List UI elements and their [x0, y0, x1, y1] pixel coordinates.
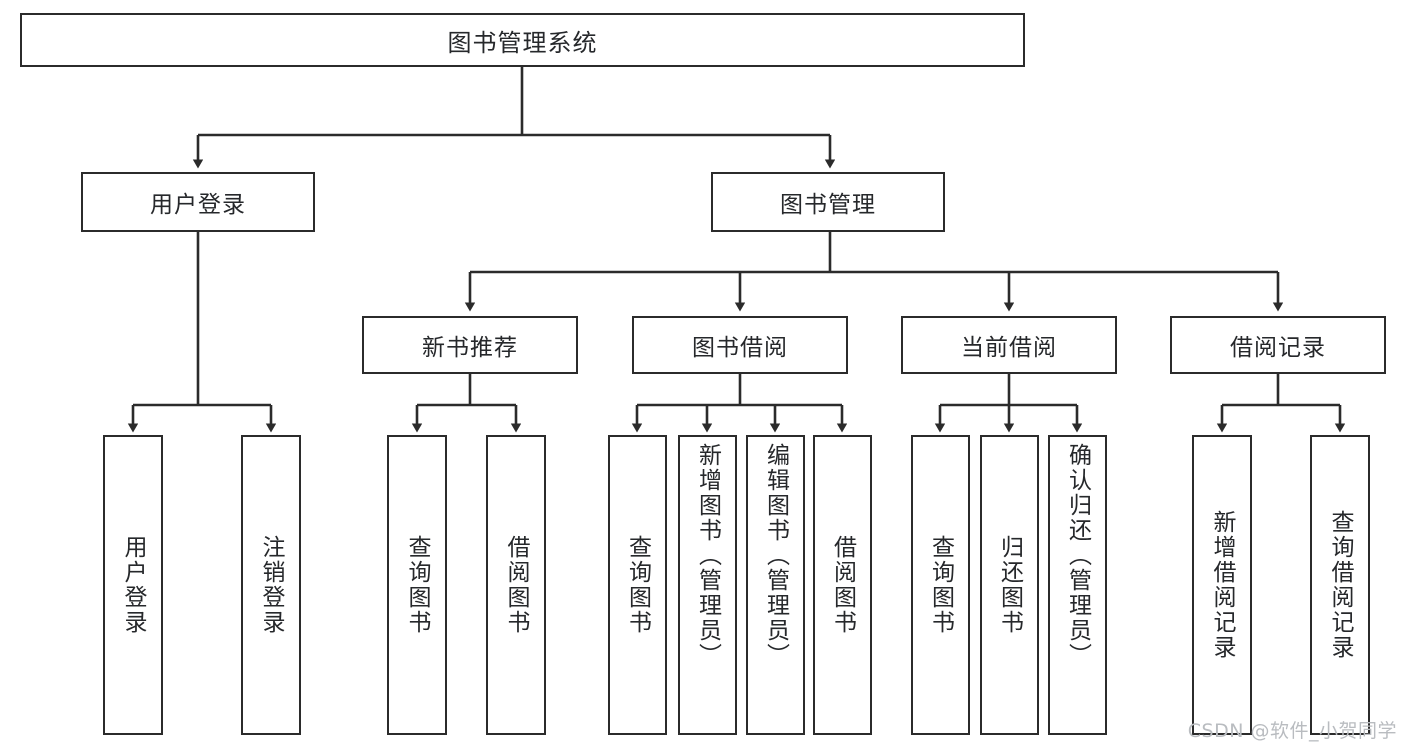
node-current-borrow[interactable]: 当前借阅 [901, 316, 1117, 374]
node-borrow-record[interactable]: 借阅记录 [1170, 316, 1386, 374]
node-label: 查询图书 [927, 535, 954, 635]
leaf-borrow-book-recommend[interactable]: 借阅图书 [486, 435, 546, 735]
node-label: 借阅图书 [829, 535, 856, 635]
leaf-borrow-book-borrow[interactable]: 借阅图书 [813, 435, 872, 735]
node-label: 当前借阅 [961, 335, 1057, 361]
node-label: 查询图书 [624, 535, 651, 635]
node-label: 新书推荐 [422, 335, 518, 361]
csdn-watermark: CSDN @软件_小贺同学 [1187, 720, 1397, 742]
node-label: 图书管理系统 [447, 28, 598, 57]
leaf-edit-book-admin[interactable]: 编辑图书（管理员） [746, 435, 805, 735]
leaf-return-book[interactable]: 归还图书 [980, 435, 1039, 735]
leaf-query-book-recommend[interactable]: 查询图书 [387, 435, 447, 735]
node-label: 编辑图书（管理员） [762, 443, 789, 668]
leaf-query-book-borrow[interactable]: 查询图书 [608, 435, 667, 735]
node-label: 新增借阅记录 [1209, 510, 1236, 660]
node-label: 新增图书（管理员） [694, 443, 721, 668]
node-label: 用户登录 [150, 192, 246, 218]
leaf-add-book-admin[interactable]: 新增图书（管理员） [678, 435, 737, 735]
node-label: 归还图书 [996, 535, 1023, 635]
node-user-login[interactable]: 用户登录 [81, 172, 315, 232]
node-book-borrow[interactable]: 图书借阅 [632, 316, 848, 374]
node-book-manage[interactable]: 图书管理 [711, 172, 945, 232]
node-label: 借阅记录 [1230, 335, 1326, 361]
node-label: 确认归还（管理员） [1064, 443, 1091, 668]
leaf-add-borrow-record[interactable]: 新增借阅记录 [1192, 435, 1252, 735]
leaf-confirm-return-admin[interactable]: 确认归还（管理员） [1048, 435, 1107, 735]
node-label: 图书借阅 [692, 335, 788, 361]
node-label: 借阅图书 [503, 535, 530, 635]
node-root-system[interactable]: 图书管理系统 [20, 13, 1025, 67]
node-label: 图书管理 [780, 192, 876, 218]
node-label: 用户登录 [120, 535, 147, 635]
node-label: 查询借阅记录 [1327, 510, 1354, 660]
leaf-query-book-current[interactable]: 查询图书 [911, 435, 970, 735]
node-label: 查询图书 [404, 535, 431, 635]
leaf-logout[interactable]: 注销登录 [241, 435, 301, 735]
leaf-query-borrow-record[interactable]: 查询借阅记录 [1310, 435, 1370, 735]
node-label: 注销登录 [258, 535, 285, 635]
node-new-book-recommend[interactable]: 新书推荐 [362, 316, 578, 374]
leaf-user-login[interactable]: 用户登录 [103, 435, 163, 735]
